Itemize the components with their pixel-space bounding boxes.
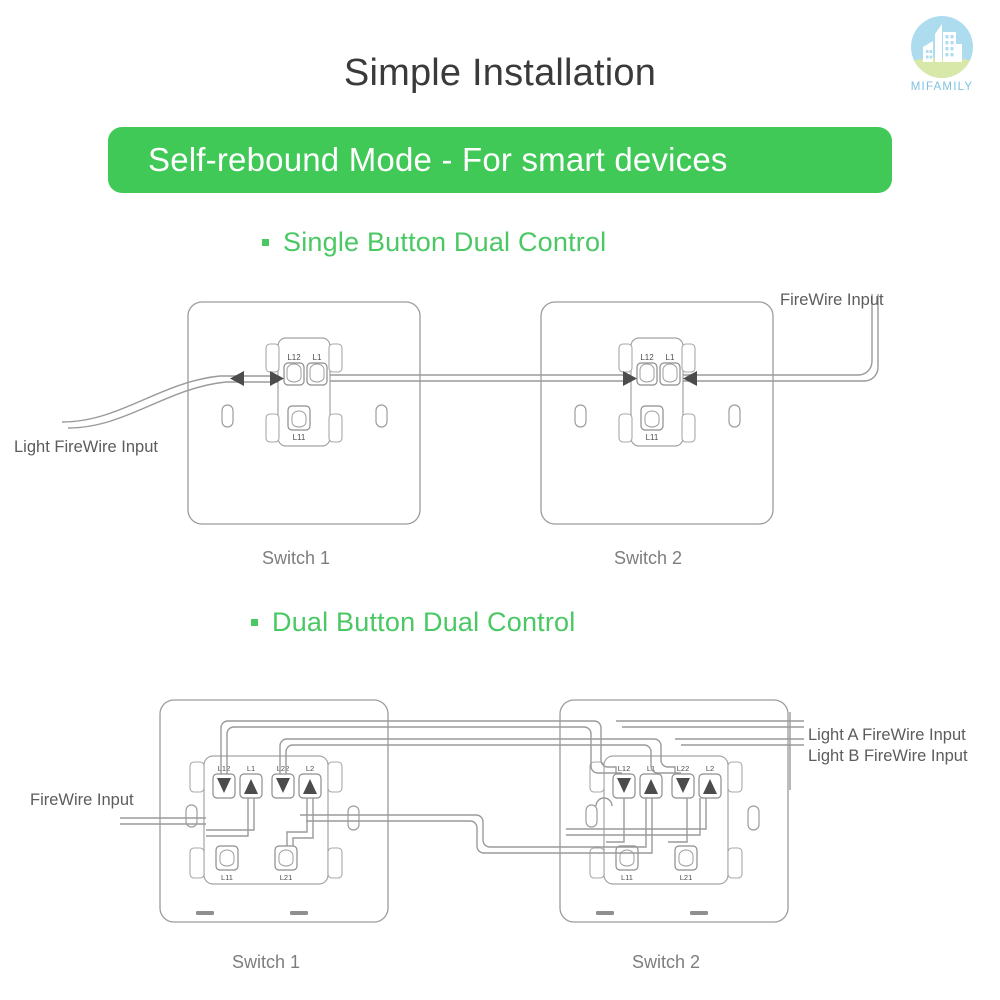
mode-banner: Self-rebound Mode - For smart devices [108, 127, 892, 193]
svg-text:L21: L21 [280, 873, 293, 882]
wire-group [61, 294, 879, 429]
svg-text:L11: L11 [621, 873, 633, 882]
section-heading-single-button-dual-control: Single Button Dual Control [262, 227, 606, 258]
terminal-L12: L12 [636, 353, 658, 386]
svg-text:L11: L11 [293, 433, 306, 442]
svg-text:L22: L22 [677, 764, 690, 773]
wire-arrow-group [217, 778, 717, 794]
wiring-diagram-dual-button-dual-control: L12 L1 L22 L2 L11 L2 [0, 660, 1000, 1000]
svg-text:L11: L11 [221, 873, 233, 882]
switch-plate-2: L12 L1 L11 [540, 301, 774, 525]
svg-text:L22: L22 [277, 764, 290, 773]
callout-light-firewire-input: Light FireWire Input [14, 438, 158, 456]
svg-text:L12: L12 [218, 764, 231, 773]
switch-caption-2: Switch 2 [632, 952, 701, 972]
terminal-L11: L11 [640, 405, 664, 442]
page-title: Simple Installation [343, 52, 657, 94]
svg-text:L21: L21 [680, 873, 693, 882]
brand-name: MIFAMILY [910, 81, 974, 93]
terminal-L21: L21 [274, 845, 298, 882]
terminal-L1: L1 [306, 353, 328, 386]
svg-text:L12: L12 [640, 353, 654, 362]
terminal-L21: L21 [674, 845, 698, 882]
svg-text:L12: L12 [287, 353, 301, 362]
terminal-L11: L11 [287, 405, 311, 442]
terminal-L11: L11 [615, 845, 639, 882]
callout-firewire-input: FireWire Input [780, 291, 884, 309]
mode-banner-label: Self-rebound Mode - For smart devices [148, 141, 728, 178]
switch-plate-1: L12 L1 L11 [187, 301, 421, 525]
callout-firewire-input: FireWire Input [30, 791, 134, 809]
terminal-L11: L11 [215, 845, 239, 882]
terminal-L12: L12 [283, 353, 305, 386]
svg-text:L11: L11 [646, 433, 659, 442]
svg-text:L2: L2 [306, 764, 314, 773]
switch-caption-1: Switch 1 [232, 952, 301, 972]
switch-caption-2: Switch 2 [614, 548, 683, 568]
square-bullet-icon [262, 239, 269, 246]
section-heading-label: Dual Button Dual Control [272, 607, 576, 637]
callout-light-b-firewire-input: Light B FireWire Input [808, 747, 968, 765]
wiring-diagram-single-button-dual-control: L12 L1 L11 [0, 270, 1000, 580]
section-heading-label: Single Button Dual Control [283, 227, 607, 257]
svg-text:L1: L1 [247, 764, 255, 773]
callout-light-a-firewire-input: Light A FireWire Input [808, 726, 966, 744]
switch-plate-2: L12 L1 L22 L2 L11 L21 [559, 699, 789, 923]
svg-text:L12: L12 [618, 764, 631, 773]
svg-text:L1: L1 [666, 353, 675, 362]
switch-plate-1: L12 L1 L22 L2 L11 L2 [159, 699, 389, 923]
svg-text:L1: L1 [313, 353, 322, 362]
wire-arrow-group [230, 371, 697, 386]
svg-text:L2: L2 [706, 764, 714, 773]
building-circle-logo-icon [911, 16, 973, 78]
wire-group [120, 712, 804, 854]
brand-logo: MIFAMILY [892, 14, 992, 106]
switch-caption-1: Switch 1 [262, 548, 331, 568]
terminal-L1: L1 [659, 353, 681, 386]
section-heading-dual-button-dual-control: Dual Button Dual Control [251, 607, 575, 638]
square-bullet-icon [251, 619, 258, 626]
